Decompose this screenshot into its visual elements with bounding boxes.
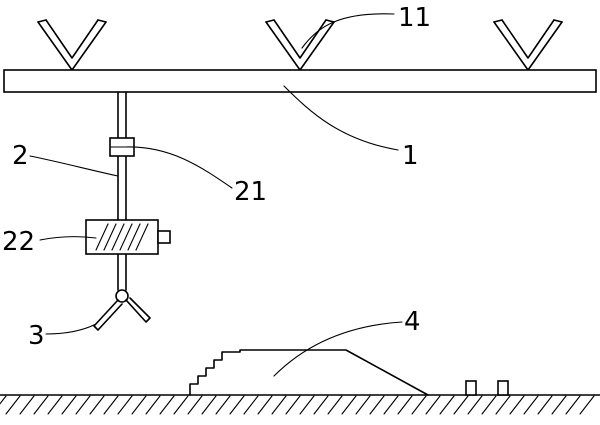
ground-hatch (75, 395, 91, 415)
ground-hatch (299, 395, 315, 415)
gripper (93, 289, 151, 331)
ground-hatch (509, 395, 525, 415)
ground-hatch (5, 395, 21, 415)
ground-hatch (495, 395, 511, 415)
ground-hatch (61, 395, 77, 415)
ground (0, 394, 600, 415)
ground-hatch (327, 395, 343, 415)
ground-hatch (215, 395, 231, 415)
ground-hatch (369, 395, 385, 415)
ground-hatch (257, 395, 273, 415)
ground-hatch (173, 395, 189, 415)
ground-hatch (285, 395, 301, 415)
ground-hatch (551, 395, 567, 415)
ground-hatch (187, 395, 203, 415)
ground-hatch (411, 395, 427, 415)
ground-hatch (145, 395, 161, 415)
ground-hatch (453, 395, 469, 415)
ground-hatch (481, 395, 497, 415)
label-coupling: 21 (234, 177, 267, 207)
ground-hatch (313, 395, 329, 415)
bump (189, 349, 429, 396)
ground-hatch (523, 395, 539, 415)
label-motor: 22 (2, 227, 35, 257)
ground-hatch (131, 395, 147, 415)
ground-hatch (47, 395, 63, 415)
ground-hatch (19, 395, 35, 415)
ground-hatch (355, 395, 371, 415)
label-rod: 2 (12, 141, 29, 171)
ground-hatch (243, 395, 259, 415)
ground-hatch (397, 395, 413, 415)
rod (117, 91, 127, 291)
label-bump: 4 (404, 307, 421, 337)
ground-hatch (341, 395, 357, 415)
ground-hatch (229, 395, 245, 415)
ground-hatch (159, 395, 175, 415)
ground-hatch (467, 395, 483, 415)
bracket-left (37, 19, 107, 71)
ground-hatch (565, 395, 581, 415)
leader-lines (29, 13, 403, 377)
ground-hatch (33, 395, 49, 415)
beam (3, 69, 597, 93)
ground-hatch (579, 395, 595, 415)
ground-hatch (271, 395, 287, 415)
post-right (497, 380, 509, 396)
ground-hatch (117, 395, 133, 415)
ground-hatch (383, 395, 399, 415)
ground-hatch (89, 395, 105, 415)
bracket-right (493, 19, 563, 71)
post-left (465, 380, 477, 396)
ground-hatch (537, 395, 553, 415)
ground-hatch (103, 395, 119, 415)
ground-hatch (425, 395, 441, 415)
label-bracket: 11 (398, 3, 431, 33)
ground-hatch (201, 395, 217, 415)
label-beam: 1 (402, 141, 419, 171)
ground-hatch (439, 395, 455, 415)
label-gripper: 3 (28, 321, 45, 351)
ground-hatch (0, 395, 7, 405)
motor (85, 219, 171, 255)
